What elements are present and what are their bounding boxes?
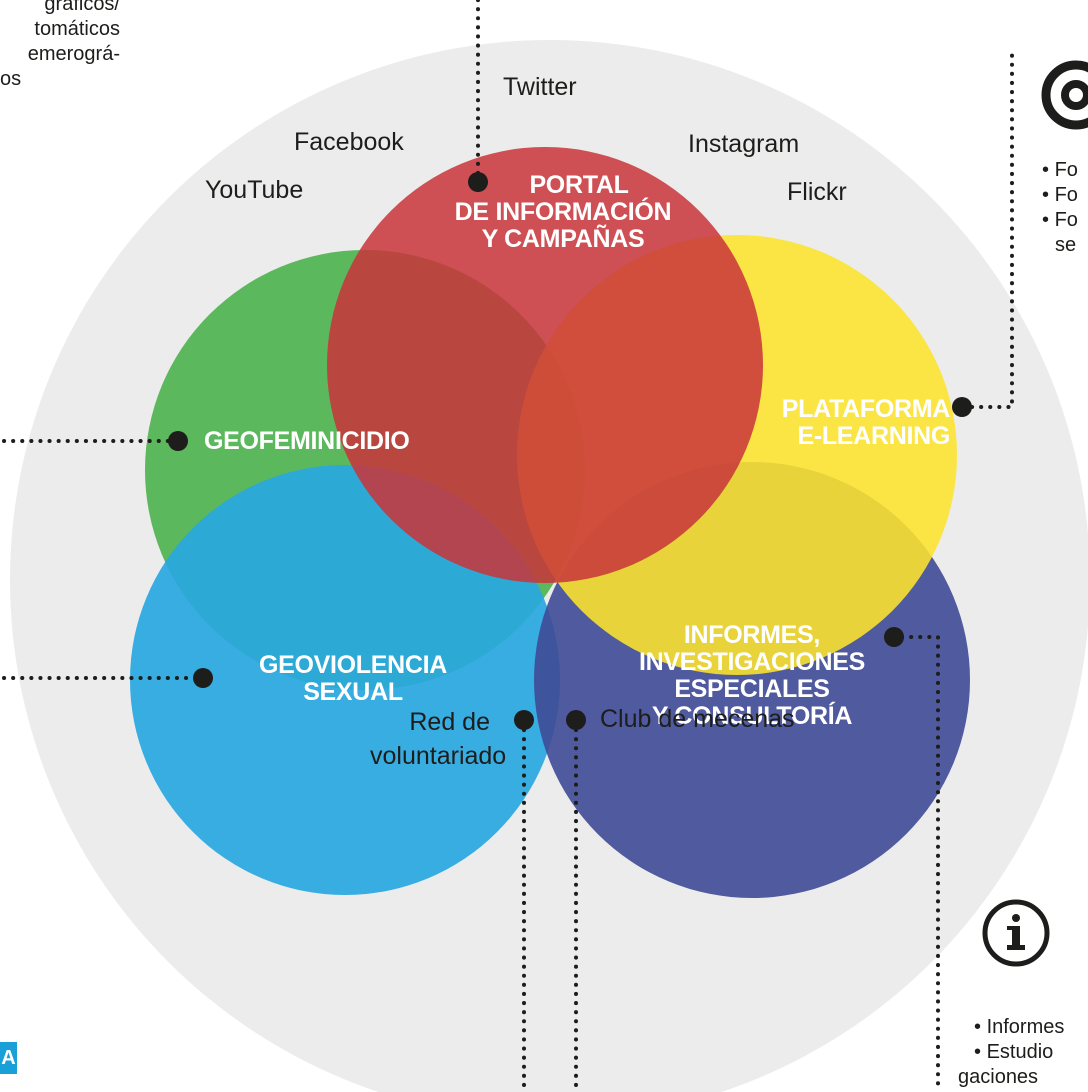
top-left-line: emerográ-	[27, 43, 120, 65]
flickr-label: Flickr	[787, 178, 847, 206]
geoviolencia-caption-line: GEOVIOLENCIA	[258, 651, 448, 679]
connector-dot-informes	[884, 627, 904, 647]
geoviolencia-caption: GEOVIOLENCIA SEXUAL	[248, 652, 458, 706]
right-top-list: Fo Fo Fo se	[1042, 158, 1078, 258]
informes-caption-line: INFORMES,	[683, 621, 821, 649]
geofeminicidio-caption-line: GEOFEMINICIDIO	[204, 427, 410, 455]
at-icon-glyph	[1041, 60, 1088, 130]
circle-portal	[327, 147, 763, 583]
connector-dot-geoviolencia	[193, 668, 213, 688]
right-top-item: Fo	[1042, 158, 1078, 183]
portal-caption-line: PORTAL	[529, 171, 629, 199]
circle-geoviolencia	[130, 465, 560, 895]
info-icon	[980, 897, 1052, 969]
connector-dot-geofeminicidio	[168, 431, 188, 451]
connector-dot-club-mecenas	[566, 710, 586, 730]
elearning-caption-line: PLATAFORMA	[781, 395, 951, 423]
right-bottom-item: Informes	[974, 1015, 1065, 1040]
red-voluntariado-line: voluntariado	[370, 742, 507, 770]
top-left-line: os	[0, 68, 22, 90]
top-left-line: tomáticos	[34, 18, 120, 40]
right-top-item: Fo	[1042, 208, 1078, 233]
club-mecenas-label: Club de mecenas	[600, 705, 795, 733]
facebook-label: Facebook	[294, 128, 404, 156]
at-icon	[1036, 55, 1088, 135]
red-voluntariado-label: Red de voluntariado	[370, 705, 507, 773]
portal-caption-line: Y CAMPAÑAS	[481, 225, 645, 253]
connector-dot-portal	[468, 172, 488, 192]
right-top-continuation: se	[1055, 234, 1077, 256]
portal-caption: PORTAL DE INFORMACIÓN Y CAMPAÑAS	[448, 172, 678, 253]
elearning-caption: PLATAFORMA E-LEARNING	[770, 395, 951, 450]
right-bottom-list: Informes Estudio gaciones	[958, 1015, 1065, 1090]
informes-caption-line: ESPECIALES	[674, 675, 830, 703]
twitter-label: Twitter	[503, 73, 577, 101]
right-bottom-item: Estudio	[974, 1040, 1064, 1065]
informes-caption-line: INVESTIGACIONES	[638, 648, 866, 676]
info-icon-glyph	[982, 899, 1050, 967]
top-left-line: gráficos/	[44, 0, 120, 15]
right-bottom-continuation: gaciones	[958, 1066, 1039, 1088]
informes-caption-line: Y CONSULTORÍA	[651, 702, 853, 730]
right-top-item: Fo	[1042, 183, 1078, 208]
red-voluntariado-line: Red de	[409, 708, 490, 736]
corner-badge: A	[0, 1042, 17, 1074]
connector-elearning	[970, 53, 1014, 409]
informes-caption: INFORMES, INVESTIGACIONES ESPECIALES Y C…	[632, 622, 872, 730]
connector-dot-elearning	[952, 397, 972, 417]
portal-caption-line: DE INFORMACIÓN	[454, 198, 672, 226]
geofeminicidio-caption: GEOFEMINICIDIO	[204, 428, 410, 455]
geoviolencia-caption-line: SEXUAL	[303, 678, 403, 706]
connector-dot-red-voluntariado	[514, 710, 534, 730]
youtube-label: YouTube	[205, 176, 304, 204]
elearning-caption-line: E-LEARNING	[797, 422, 950, 450]
connector-informes	[900, 635, 940, 1092]
top-left-text: gráficos/ tomáticos emerográ- os	[0, 0, 120, 92]
instagram-label: Instagram	[688, 130, 800, 158]
